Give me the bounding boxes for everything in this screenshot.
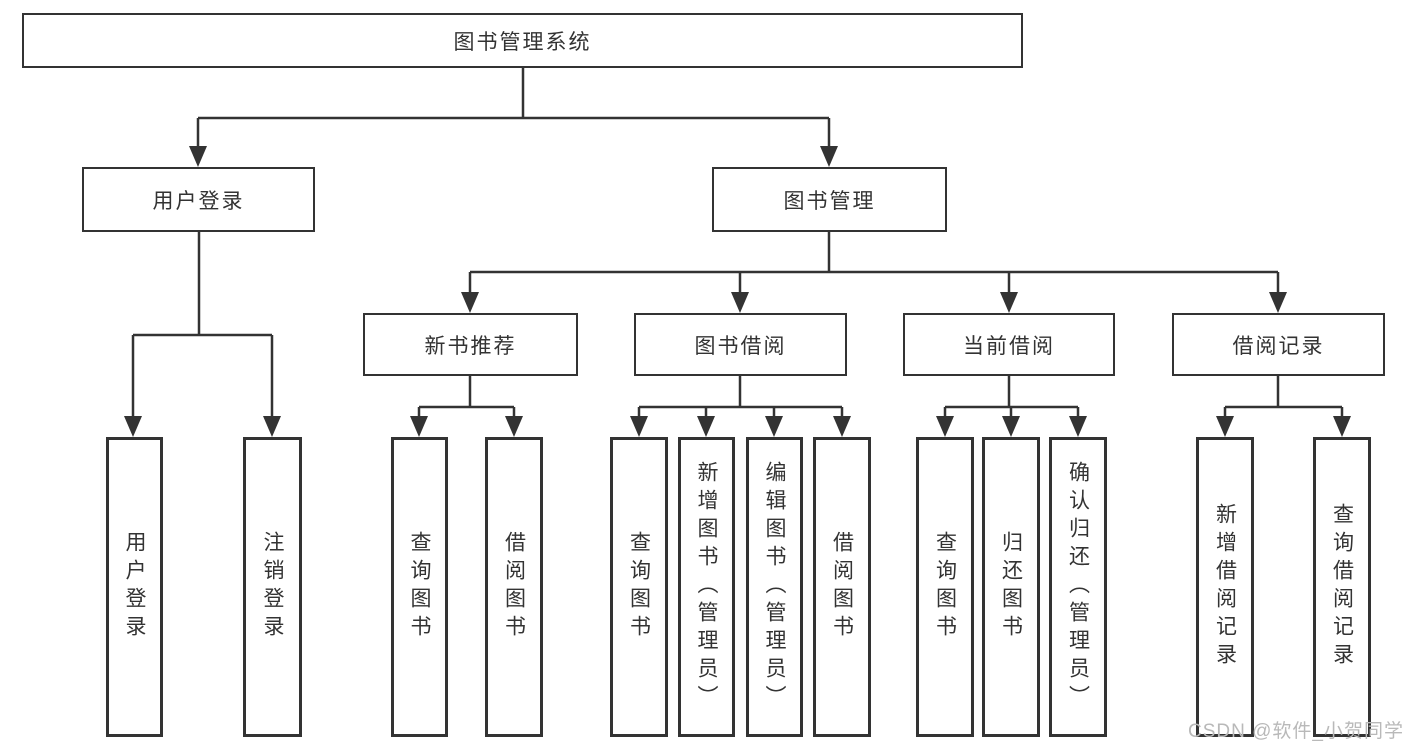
node-new-book-recommend-label: 新书推荐 xyxy=(424,334,517,358)
leaf-records-query-label: 查询借阅记录 xyxy=(1330,503,1354,671)
node-user-login: 用户登录 xyxy=(82,167,315,232)
leaf-current-query-label: 查询图书 xyxy=(933,531,957,643)
leaf-logout-label: 注销登录 xyxy=(261,531,284,643)
leaf-borrow-edit-admin: 编辑图书（管理员） xyxy=(746,437,803,737)
leaf-borrow-add-admin-label: 新增图书（管理员） xyxy=(695,461,718,713)
watermark: CSDN @软件_小贺同学 xyxy=(1188,721,1404,742)
leaf-borrow-edit-admin-label: 编辑图书（管理员） xyxy=(763,461,786,713)
leaf-logout: 注销登录 xyxy=(243,437,302,737)
node-root: 图书管理系统 xyxy=(22,13,1023,68)
node-book-borrow: 图书借阅 xyxy=(634,313,847,376)
leaf-borrow-add-admin: 新增图书（管理员） xyxy=(678,437,735,737)
leaf-borrow-query: 查询图书 xyxy=(610,437,668,737)
leaf-borrow-borrow: 借阅图书 xyxy=(813,437,871,737)
leaf-records-query: 查询借阅记录 xyxy=(1313,437,1371,737)
leaf-records-add: 新增借阅记录 xyxy=(1196,437,1254,737)
node-user-login-label: 用户登录 xyxy=(152,189,245,213)
leaf-records-add-label: 新增借阅记录 xyxy=(1213,503,1237,671)
node-borrow-records-label: 借阅记录 xyxy=(1232,334,1325,358)
leaf-current-confirm-admin: 确认归还（管理员） xyxy=(1049,437,1107,737)
leaf-borrow-query-label: 查询图书 xyxy=(627,531,651,643)
leaf-newbooks-query-label: 查询图书 xyxy=(408,531,431,643)
leaf-user-login-label: 用户登录 xyxy=(123,531,146,643)
node-borrow-records: 借阅记录 xyxy=(1172,313,1385,376)
leaf-current-query: 查询图书 xyxy=(916,437,974,737)
node-book-management-label: 图书管理 xyxy=(783,189,876,213)
leaf-user-login: 用户登录 xyxy=(106,437,163,737)
leaf-newbooks-query: 查询图书 xyxy=(391,437,448,737)
node-book-management: 图书管理 xyxy=(712,167,947,232)
leaf-newbooks-borrow-label: 借阅图书 xyxy=(502,531,526,643)
leaf-current-return-label: 归还图书 xyxy=(999,531,1023,643)
node-new-book-recommend: 新书推荐 xyxy=(363,313,578,376)
leaf-current-confirm-admin-label: 确认归还（管理员） xyxy=(1066,461,1090,713)
node-root-label: 图书管理系统 xyxy=(453,30,592,54)
node-book-borrow-label: 图书借阅 xyxy=(694,334,787,358)
leaf-current-return: 归还图书 xyxy=(982,437,1040,737)
node-current-borrow-label: 当前借阅 xyxy=(963,334,1055,358)
leaf-newbooks-borrow: 借阅图书 xyxy=(485,437,543,737)
leaf-borrow-borrow-label: 借阅图书 xyxy=(830,531,854,643)
node-current-borrow: 当前借阅 xyxy=(903,313,1115,376)
